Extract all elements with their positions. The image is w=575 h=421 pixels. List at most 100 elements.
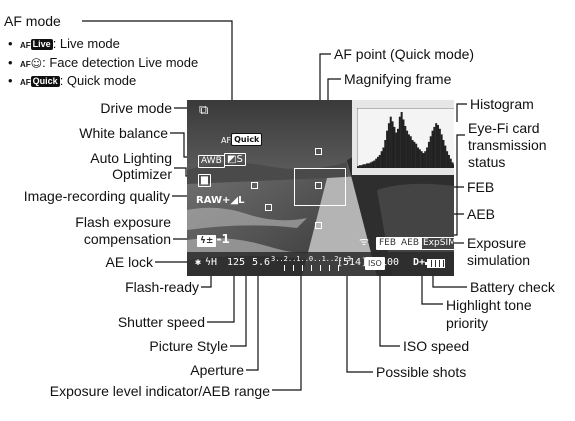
histogram-bar bbox=[393, 126, 396, 168]
af-quick-text: : Quick mode bbox=[59, 73, 137, 88]
iso-label: ISO bbox=[365, 257, 385, 270]
histogram-bar bbox=[373, 160, 376, 168]
af-prefix: AF bbox=[20, 60, 31, 69]
label-flash-exposure-1: Flash exposure bbox=[75, 214, 171, 230]
histogram-bar bbox=[395, 132, 398, 168]
label-flash-exposure-2: compensation bbox=[83, 231, 171, 247]
status-bar bbox=[187, 252, 454, 276]
histogram-bar bbox=[438, 128, 441, 168]
label-auto-lighting-1: Auto Lighting bbox=[90, 150, 172, 166]
drive-mode-icon: ⧉ bbox=[199, 103, 209, 118]
histogram-bar bbox=[400, 112, 403, 168]
flash-comp-value: -1 bbox=[216, 232, 230, 246]
histogram-bar bbox=[442, 140, 445, 168]
picture-style-value: S bbox=[236, 154, 243, 165]
label-possible-shots: Possible shots bbox=[376, 364, 467, 380]
histogram-bar bbox=[387, 123, 390, 168]
label-eye-fi-2: transmission bbox=[468, 137, 547, 153]
histogram-bar bbox=[437, 125, 440, 168]
highlight-tone-icon: D+ bbox=[413, 257, 426, 268]
histogram-bar bbox=[449, 158, 452, 168]
histogram-bar bbox=[447, 154, 450, 168]
histogram-bar bbox=[358, 165, 361, 168]
histogram-bar bbox=[422, 153, 425, 168]
histogram-bar bbox=[386, 130, 389, 168]
label-magnifying-frame: Magnifying frame bbox=[344, 71, 452, 87]
histogram-bar bbox=[375, 158, 378, 168]
histogram-bar bbox=[398, 116, 401, 168]
label-shutter-speed: Shutter speed bbox=[117, 314, 205, 330]
histogram-bar bbox=[380, 151, 383, 168]
label-af-mode: AF mode bbox=[4, 13, 61, 29]
histogram-bar bbox=[415, 143, 418, 168]
label-exposure-sim-1: Exposure bbox=[467, 235, 527, 251]
label-aeb: AEB bbox=[467, 206, 496, 222]
histogram-bar bbox=[435, 123, 438, 168]
face-detection-icon: ☺ bbox=[30, 57, 43, 70]
af-face-text: : Face detection Live mode bbox=[42, 55, 199, 70]
label-flash-ready: Flash-ready bbox=[125, 279, 199, 295]
label-aperture: Aperture bbox=[190, 362, 244, 378]
flash-exposure-comp-icon: ϟ±-1 bbox=[197, 233, 230, 247]
label-iso-speed: ISO speed bbox=[403, 338, 470, 354]
label-ae-lock: AE lock bbox=[105, 254, 153, 270]
label-eye-fi-3: status bbox=[468, 154, 506, 170]
image-quality-icon: RAW+◢L bbox=[196, 195, 245, 206]
histogram-bar bbox=[371, 161, 374, 168]
label-af-point: AF point (Quick mode) bbox=[334, 46, 475, 62]
histogram-bar bbox=[420, 151, 423, 168]
histogram-bar bbox=[369, 162, 372, 168]
histogram-bar bbox=[451, 162, 454, 168]
histogram-bar bbox=[426, 147, 429, 168]
histogram-graph bbox=[357, 108, 454, 168]
af-point bbox=[315, 222, 322, 229]
histogram-bar bbox=[427, 141, 430, 168]
histogram-bar bbox=[407, 134, 410, 168]
histogram-bar bbox=[418, 149, 421, 168]
histogram-bar bbox=[404, 126, 407, 168]
quick-mode-icon: Quick bbox=[30, 76, 60, 87]
ae-lock-icon: ✱ bbox=[195, 257, 202, 268]
eye-fi-icon: ᯤ bbox=[359, 235, 370, 248]
histogram-bar bbox=[367, 163, 370, 168]
possible-shots-value: [514] bbox=[337, 257, 368, 268]
auto-lighting-icon: ▆ bbox=[198, 174, 211, 187]
battery-icon bbox=[425, 259, 445, 268]
histogram-bar bbox=[377, 156, 380, 168]
label-white-balance: White balance bbox=[79, 125, 168, 141]
shutter-speed-value: 125 bbox=[227, 257, 246, 268]
af-prefix: AF bbox=[221, 136, 232, 145]
histogram-bar bbox=[446, 151, 449, 168]
histogram-bar bbox=[362, 164, 365, 168]
iso-value: 100 bbox=[381, 257, 400, 268]
histogram-bar bbox=[431, 130, 434, 168]
label-drive-mode: Drive mode bbox=[100, 100, 172, 116]
exposure-scale-ticks bbox=[284, 265, 344, 271]
af-point bbox=[315, 182, 322, 189]
histogram-bar bbox=[406, 130, 409, 168]
histogram-bar bbox=[417, 147, 420, 168]
label-highlight-2: priority bbox=[446, 315, 489, 331]
af-point bbox=[315, 148, 322, 155]
histogram-bar bbox=[429, 136, 432, 168]
label-highlight-1: Highlight tone bbox=[446, 297, 532, 313]
flash-ready-icon: ϟH bbox=[205, 257, 218, 268]
aperture-value: 5.6 bbox=[252, 257, 271, 268]
histogram-bar bbox=[411, 140, 414, 168]
histogram-bar bbox=[378, 154, 381, 168]
histogram-bar bbox=[440, 134, 443, 168]
label-feb: FEB bbox=[467, 179, 495, 195]
histogram-bar bbox=[444, 145, 447, 168]
histogram-bar bbox=[413, 141, 416, 168]
histogram-bar bbox=[366, 163, 369, 168]
histogram-bar bbox=[360, 165, 363, 168]
histogram-bar bbox=[453, 164, 454, 168]
label-exposure-level: Exposure level indicator/AEB range bbox=[49, 383, 270, 399]
af-point bbox=[265, 204, 272, 211]
histogram-bar bbox=[389, 116, 392, 168]
